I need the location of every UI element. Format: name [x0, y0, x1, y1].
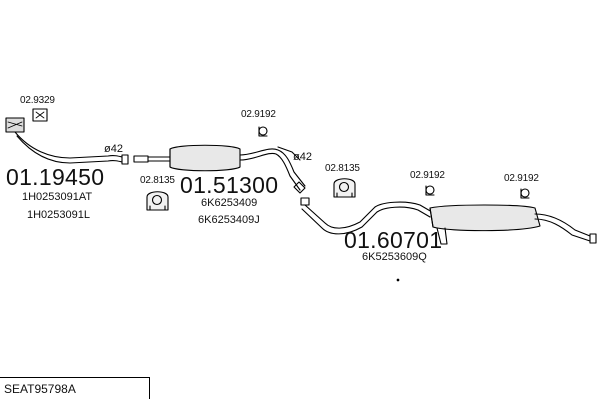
oem-reference: 1H0253091L: [27, 209, 91, 221]
rubber-hanger: [425, 185, 435, 196]
diameter-label: ø42: [293, 151, 312, 163]
small-part-label: 02.9329: [20, 95, 55, 106]
oem-reference: 1H0253091AT: [22, 191, 93, 203]
clamp-part: [146, 191, 169, 211]
oem-reference: 6K6253409J: [198, 214, 260, 226]
part-number: 01.19450: [6, 164, 105, 190]
small-part-label: 02.8135: [325, 163, 360, 174]
rear-silencer: [300, 197, 597, 245]
diameter-label: ø42: [104, 143, 123, 155]
gasket-part: [32, 108, 48, 122]
front-pipe: [5, 117, 129, 165]
part-number: 01.60701: [344, 227, 443, 253]
clamp-part: [333, 178, 356, 198]
diagram-code: SEAT95798A: [4, 382, 76, 396]
small-part-label: 02.9192: [241, 109, 276, 120]
rubber-hanger: [258, 126, 268, 137]
diagram-code-box: SEAT95798A: [0, 377, 150, 399]
oem-reference: 6K6253409: [201, 197, 258, 209]
middle-silencer: [133, 144, 306, 194]
oem-reference: 6K5253609Q: [362, 251, 427, 263]
small-part-label: 02.9192: [410, 170, 445, 181]
rubber-hanger: [520, 188, 530, 199]
part-number: 01.51300: [180, 172, 279, 198]
small-part-label: 02.8135: [140, 175, 175, 186]
small-part-label: 02.9192: [504, 173, 539, 184]
